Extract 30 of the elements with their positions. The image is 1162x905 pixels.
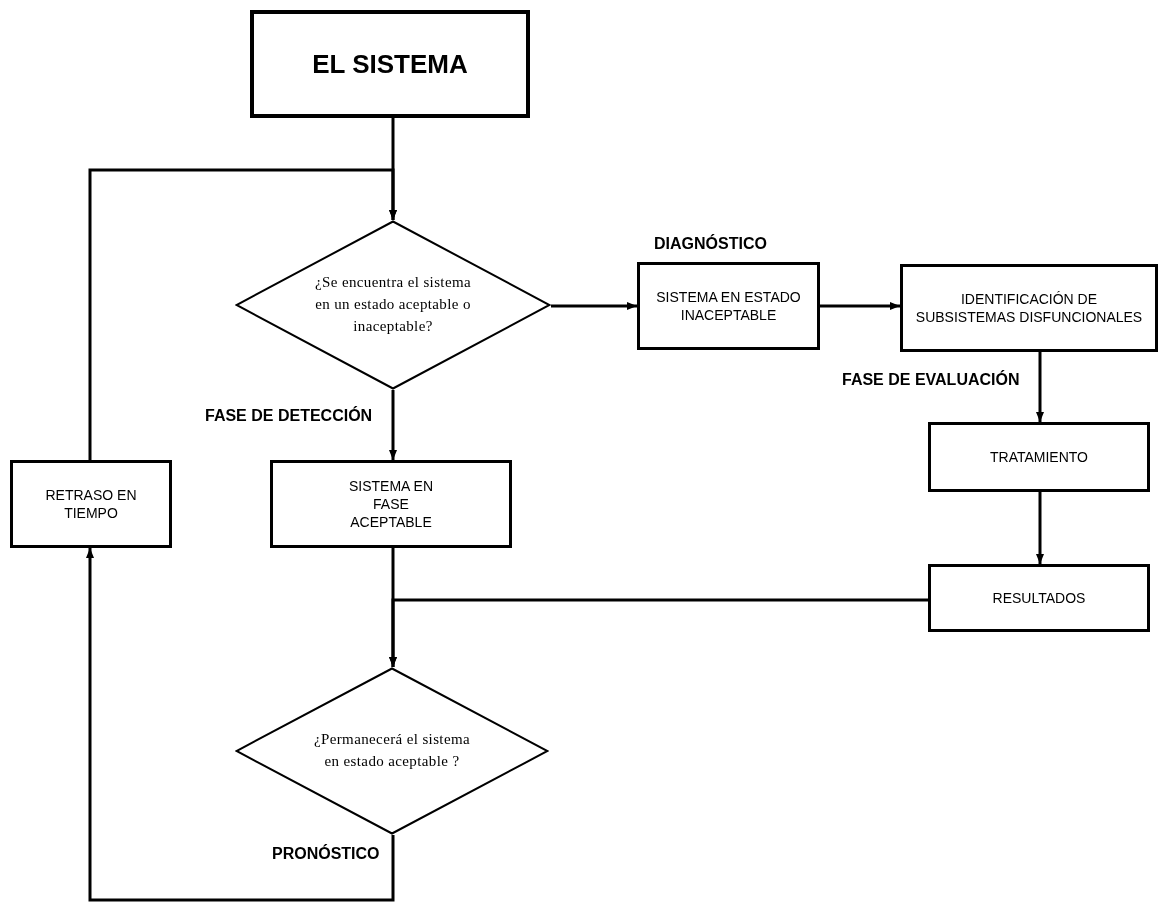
arrow — [551, 302, 637, 310]
process-box — [928, 564, 1150, 632]
box-text: EL SISTEMA — [312, 47, 468, 81]
arrow — [389, 548, 397, 667]
phase-label: DIAGNÓSTICO — [654, 233, 767, 254]
process-box — [928, 422, 1150, 492]
arrow — [86, 548, 395, 902]
box-text: RETRASO EN TIEMPO — [44, 485, 138, 523]
box-text: TRATAMIENTO — [990, 447, 1088, 467]
process-box — [637, 262, 820, 350]
box-text: RESULTADOS — [992, 588, 1086, 608]
arrow — [1036, 352, 1044, 422]
arrow — [88, 168, 397, 460]
box-text: IDENTIFICACIÓN DE SUBSISTEMAS DISFUNCIONALES — [914, 289, 1144, 327]
arrow — [820, 302, 900, 310]
phase-label: FASE DE DETECCIÓN — [205, 405, 373, 426]
box-text: SISTEMA EN ESTADO INACEPTABLE — [655, 287, 802, 325]
decision-text: ¿Permanecerá el sistema en estado aceptable ? — [312, 730, 471, 771]
process-box — [270, 460, 512, 548]
arrow — [1036, 492, 1044, 564]
box-text: SISTEMA EN FASE ACEPTABLE — [348, 476, 434, 532]
phase-label: FASE DE EVALUACIÓN — [842, 369, 1020, 390]
process-box — [250, 10, 530, 118]
decision-diamond — [235, 220, 551, 390]
process-box — [10, 460, 172, 548]
arrow — [389, 390, 397, 460]
decision-text: ¿Se encuentra el sistema en un estado aceptable o inaceptable? — [314, 273, 472, 336]
phase-label: PRONÓSTICO — [272, 843, 380, 864]
decision-diamond — [235, 667, 549, 835]
process-box — [900, 264, 1158, 352]
